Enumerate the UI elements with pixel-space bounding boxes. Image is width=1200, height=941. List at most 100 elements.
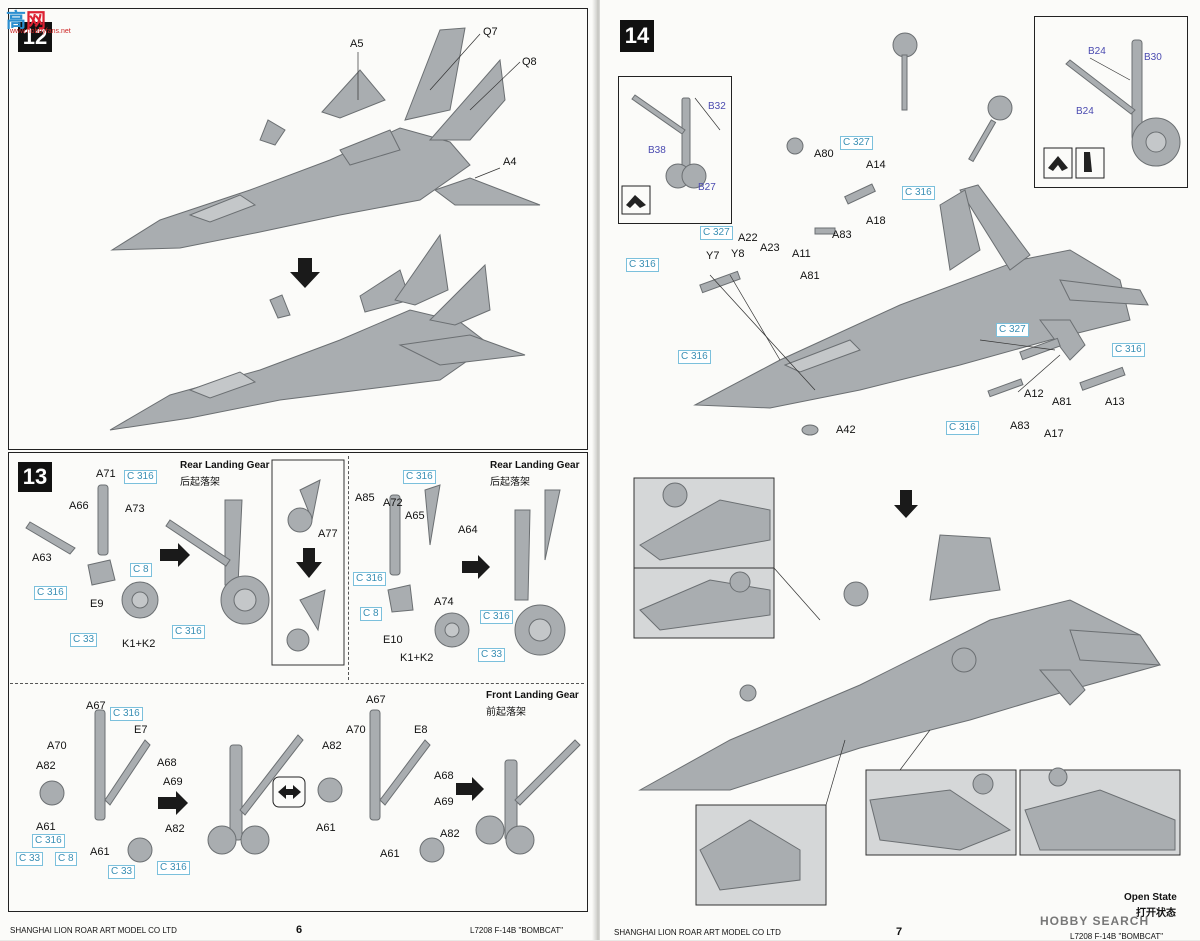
site-watermark-url: www.hobbyfans.net bbox=[10, 28, 71, 35]
right-footer-company: SHANGHAI LION ROAR ART MODEL CO LTD bbox=[614, 928, 781, 937]
part-label-a14: A14 bbox=[866, 159, 886, 171]
right-page-number: 7 bbox=[896, 926, 903, 938]
part-label-a82: A82 bbox=[165, 823, 185, 835]
part-label-a85: A85 bbox=[355, 492, 375, 504]
part-label-a74: A74 bbox=[434, 596, 454, 608]
paint-callout-c316: C 316 bbox=[626, 258, 659, 272]
part-label-a61: A61 bbox=[316, 822, 336, 834]
paint-callout-c316: C 316 bbox=[157, 861, 190, 875]
part-label-a67: A67 bbox=[366, 694, 386, 706]
part-label-a65: A65 bbox=[405, 510, 425, 522]
part-label-a70: A70 bbox=[47, 740, 67, 752]
part-label-a11: A11 bbox=[792, 248, 811, 260]
front-landing-gear-header: Front Landing Gear bbox=[486, 690, 579, 701]
paint-callout-c316: C 316 bbox=[1112, 343, 1145, 357]
rear-landing-gear-header-2: Rear Landing Gear bbox=[490, 460, 580, 471]
paint-callout-c316: C 316 bbox=[32, 834, 65, 848]
paint-callout-c316: C 316 bbox=[902, 186, 935, 200]
step-13-badge: 13 bbox=[18, 462, 52, 492]
part-label-a4: A4 bbox=[503, 156, 517, 168]
part-label-k1-k2: K1+K2 bbox=[400, 652, 434, 664]
paint-callout-c316: C 316 bbox=[110, 707, 143, 721]
part-label-a5: A5 bbox=[350, 38, 364, 50]
part-label-a82: A82 bbox=[36, 760, 56, 772]
part-label-b24: B24 bbox=[1088, 46, 1106, 57]
part-label-a66: A66 bbox=[69, 500, 89, 512]
part-label-e9: E9 bbox=[90, 598, 104, 610]
paint-callout-c316: C 316 bbox=[480, 610, 513, 624]
paint-callout-c327: C 327 bbox=[840, 136, 873, 150]
instruction-page-left: 12 A5 bbox=[0, 0, 594, 940]
paint-callout-c33: C 33 bbox=[70, 633, 98, 647]
hobbysearch-watermark: HOBBY SEARCH bbox=[1040, 914, 1150, 928]
paint-callout-c33: C 33 bbox=[478, 648, 506, 662]
paint-callout-c316: C 316 bbox=[124, 470, 157, 484]
paint-callout-c327: C 327 bbox=[700, 226, 733, 240]
part-label-a82: A82 bbox=[322, 740, 342, 752]
part-label-a80: A80 bbox=[814, 148, 834, 160]
part-label-k1-k2: K1+K2 bbox=[122, 638, 156, 650]
rear-landing-gear-header-cn: 后起落架 bbox=[180, 477, 220, 488]
part-label-a12: A12 bbox=[1024, 388, 1044, 400]
part-label-a17: A17 bbox=[1044, 428, 1064, 440]
paint-callout-c8: C 8 bbox=[55, 852, 77, 866]
part-label-a18: A18 bbox=[866, 215, 886, 227]
step-13-divider-vertical bbox=[348, 456, 349, 680]
part-label-a81: A81 bbox=[1052, 396, 1072, 408]
part-label-a83: A83 bbox=[1010, 420, 1030, 432]
rear-landing-gear-header-2-cn: 后起落架 bbox=[490, 477, 530, 488]
part-label-q7: Q7 bbox=[483, 26, 498, 38]
paint-callout-c33: C 33 bbox=[16, 852, 44, 866]
part-label-a83: A83 bbox=[832, 229, 852, 241]
part-label-e10: E10 bbox=[383, 634, 403, 646]
part-label-a64: A64 bbox=[458, 524, 478, 536]
paint-callout-c316: C 316 bbox=[34, 586, 67, 600]
paint-callout-c316: C 316 bbox=[353, 572, 386, 586]
step-14-aircraft-illustration bbox=[621, 32, 1181, 906]
part-label-a42: A42 bbox=[836, 424, 856, 436]
part-label-a81: A81 bbox=[800, 270, 820, 282]
front-landing-gear-header-cn: 前起落架 bbox=[486, 707, 526, 718]
part-label-e7: E7 bbox=[134, 724, 148, 736]
paint-callout-c327: C 327 bbox=[996, 323, 1029, 337]
part-label-b27: B27 bbox=[698, 182, 716, 193]
paint-callout-c8: C 8 bbox=[360, 607, 382, 621]
step-13-divider-horizontal bbox=[10, 683, 584, 684]
part-label-q8: Q8 bbox=[522, 56, 537, 68]
open-state-label: Open State bbox=[1124, 892, 1177, 903]
left-page-number: 6 bbox=[296, 924, 303, 936]
part-label-a61: A61 bbox=[380, 848, 400, 860]
part-label-a61: A61 bbox=[90, 846, 110, 858]
part-label-a68: A68 bbox=[157, 757, 177, 769]
part-label-a63: A63 bbox=[32, 552, 52, 564]
part-label-a69: A69 bbox=[434, 796, 454, 808]
site-watermark-logo: 高网 bbox=[6, 10, 46, 32]
step-12-badge: 12 bbox=[18, 22, 52, 52]
part-label-a73: A73 bbox=[125, 503, 145, 515]
part-label-y7: Y7 bbox=[706, 250, 720, 262]
left-footer-product: L7208 F-14B "BOMBCAT" bbox=[470, 926, 564, 935]
part-label-b24: B24 bbox=[1076, 106, 1094, 117]
part-label-e8: E8 bbox=[414, 724, 428, 736]
rear-landing-gear-header: Rear Landing Gear bbox=[180, 460, 270, 471]
part-label-a69: A69 bbox=[163, 776, 183, 788]
part-label-b32: B32 bbox=[708, 101, 726, 112]
part-label-a71: A71 bbox=[96, 468, 116, 480]
part-label-a82: A82 bbox=[440, 828, 460, 840]
part-label-a22: A22 bbox=[738, 232, 758, 244]
paint-callout-c316: C 316 bbox=[403, 470, 436, 484]
left-footer-company: SHANGHAI LION ROAR ART MODEL CO LTD bbox=[10, 926, 177, 935]
part-label-a72: A72 bbox=[383, 497, 403, 509]
right-footer-product: L7208 F-14B "BOMBCAT" bbox=[1070, 932, 1164, 941]
instruction-page-right: 14 bbox=[600, 0, 1200, 941]
part-label-a68: A68 bbox=[434, 770, 454, 782]
step-13-gear-illustration bbox=[25, 459, 581, 863]
part-label-b38: B38 bbox=[648, 145, 666, 156]
paint-callout-c8: C 8 bbox=[130, 563, 152, 577]
step-14-badge: 14 bbox=[620, 20, 654, 52]
step-13-frame bbox=[8, 452, 588, 912]
part-label-y8: Y8 bbox=[731, 248, 745, 260]
part-label-a67: A67 bbox=[86, 700, 106, 712]
step-12-aircraft-illustration bbox=[109, 27, 541, 431]
part-label-a23: A23 bbox=[760, 242, 780, 254]
